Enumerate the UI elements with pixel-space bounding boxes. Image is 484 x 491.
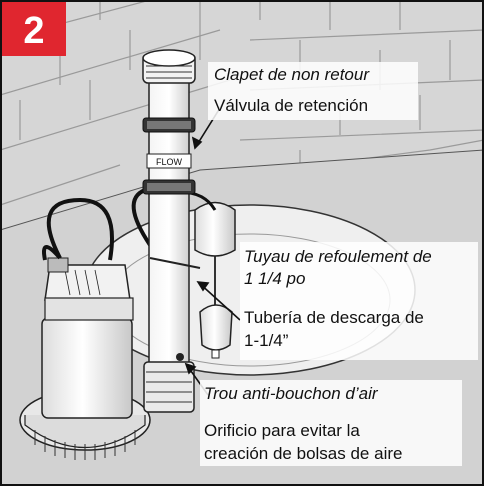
air-hole-fr: Trou anti-bouchon d’air (204, 384, 379, 403)
step-badge (2, 2, 66, 56)
discharge-pipe: FLOW (142, 49, 201, 413)
check-valve-label-bg (208, 62, 418, 120)
check-valve-fr: Clapet de non retour (214, 65, 370, 84)
sump-pump (19, 197, 151, 460)
float-switch (194, 201, 236, 359)
anti-airlock-hole (176, 353, 184, 361)
flow-label: FLOW (156, 157, 183, 167)
step-number: 2 (23, 10, 44, 52)
check-valve-es: Válvula de retención (214, 96, 368, 115)
air-hole-es-2: creación de bolsas de aire (204, 444, 402, 463)
discharge-pipe-es-1: Tubería de descarga de (244, 308, 424, 327)
discharge-pipe-es-2: 1-1/4” (244, 331, 289, 350)
discharge-pipe-fr-2: 1 1/4 po (244, 269, 305, 288)
air-hole-es-1: Orificio para evitar la (204, 421, 360, 440)
air-hole-label-bg (200, 380, 462, 466)
discharge-pipe-fr-1: Tuyau de refoulement de (244, 247, 432, 266)
pipe-label-bg (240, 242, 478, 360)
